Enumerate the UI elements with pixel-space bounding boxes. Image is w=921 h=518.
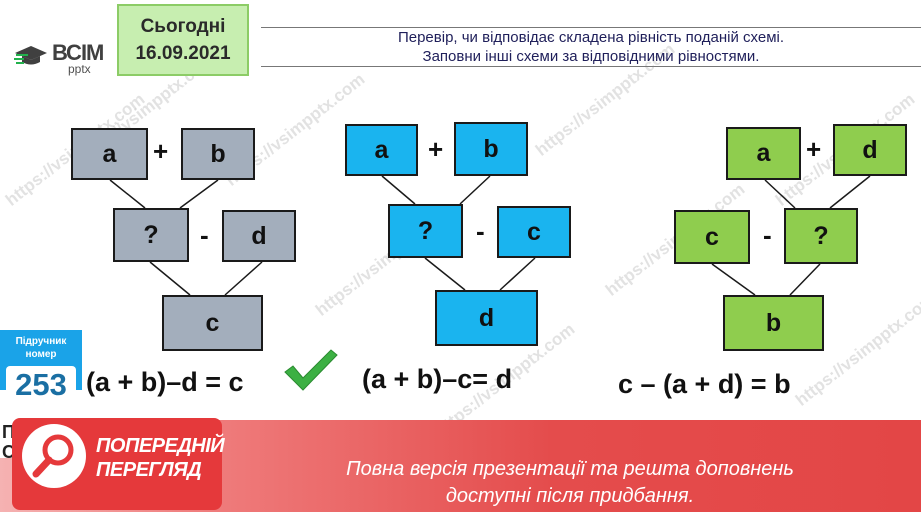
preview-circle: [22, 424, 86, 488]
scheme2-mid-operator: -: [476, 216, 485, 246]
scheme3-mid-left-box: c: [674, 210, 750, 264]
notice-line1: Повна версія презентації та решта доповн…: [346, 458, 794, 480]
scheme2-top-right-box: b: [454, 122, 528, 176]
preview-label: ПОПЕРЕДНІЙ ПЕРЕГЛЯД: [96, 434, 225, 482]
textbook-label-line2: номер: [25, 349, 57, 360]
scheme2-equation: (a + b)–c= d: [362, 364, 513, 394]
scheme1-result-box: c: [162, 295, 263, 351]
textbook-page-number: 253: [6, 366, 76, 404]
scheme3-top-left-box: a: [726, 127, 801, 180]
preview-label-line2: ПЕРЕГЛЯД: [96, 459, 202, 481]
scheme3-mid-right-box: ?: [784, 208, 858, 264]
vsim-logo: ВСІМ pptx: [10, 36, 120, 76]
logo-brand: ВСІМ: [52, 40, 104, 65]
scheme2-top-operator: +: [428, 134, 444, 164]
logo-sub: pptx: [68, 62, 91, 76]
textbook-label-line1: Підручник: [15, 336, 67, 347]
task-instructions: Перевір, чи відповідає складена рівність…: [261, 27, 921, 67]
scheme3-top-right-box: d: [833, 124, 907, 176]
scheme1-top-operator: +: [153, 136, 169, 166]
left-tab-bottom: С: [2, 442, 15, 462]
scheme2-result-box: d: [435, 290, 538, 346]
magnifier-icon: [32, 434, 74, 478]
checkmark-icon: [284, 349, 338, 391]
scheme2-mid-left-box: ?: [388, 204, 463, 258]
scheme1-mid-right-box: d: [222, 210, 296, 262]
scheme1-equation: (a + b)–d = c: [86, 367, 244, 397]
scheme1-top-left-box: a: [71, 128, 148, 180]
scheme2-mid-right-box: c: [497, 206, 571, 258]
scheme2-top-left-box: a: [345, 124, 418, 176]
purchase-notice: Повна версія презентації та решта доповн…: [260, 456, 880, 510]
scheme3-result-box: b: [723, 295, 824, 351]
preview-label-line1: ПОПЕРЕДНІЙ: [96, 435, 225, 457]
scheme3-equation: c – (a + d) = b: [618, 369, 791, 399]
scheme3-top-operator: +: [806, 134, 822, 164]
notice-line2: доступні після придбання.: [445, 485, 695, 507]
left-tab-top: П: [2, 422, 15, 442]
date-box: Сьогодні 16.09.2021: [117, 4, 249, 76]
task-line-2: Заповни інші схеми за відповідними рівно…: [422, 48, 760, 65]
scheme1-mid-operator: -: [200, 220, 209, 250]
graduation-cap-icon: [14, 46, 47, 65]
scheme1-mid-left-box: ?: [113, 208, 189, 262]
scheme3-mid-operator: -: [763, 220, 772, 250]
task-line-1: Перевір, чи відповідає складена рівність…: [397, 29, 785, 46]
date-value: 16.09.2021: [135, 43, 231, 64]
scheme1-top-right-box: b: [181, 128, 255, 180]
today-label: Сьогодні: [140, 16, 226, 37]
